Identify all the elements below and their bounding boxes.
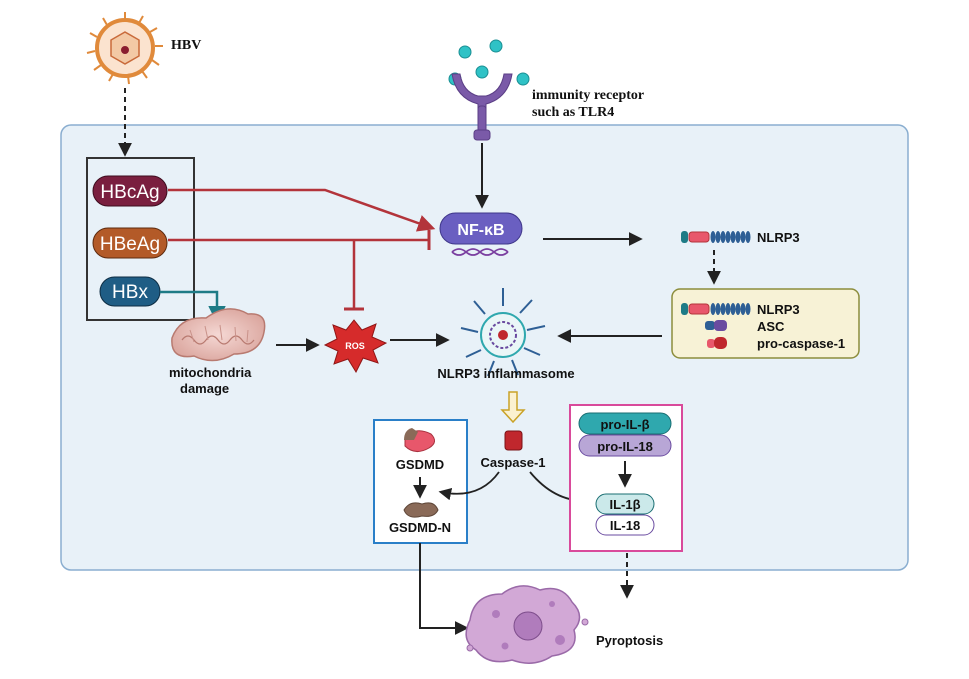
mitochondria-icon <box>171 308 266 362</box>
gsdmd-n-icon <box>403 502 439 518</box>
hbcag-to-nfkb-arrow <box>168 188 436 232</box>
inflammasome-to-caspase-arrow <box>500 391 526 424</box>
receptor-label-line2: such as TLR4 <box>532 105 614 120</box>
pro-il-b-label: pro-IL-β <box>600 417 649 432</box>
asc-icon <box>705 320 727 331</box>
pro-il-18-label: pro-IL-18 <box>597 439 653 454</box>
complex-nlrp3-label: NLRP3 <box>757 302 800 317</box>
caspase-icon <box>504 430 523 451</box>
hbeag-label: HBeAg <box>100 234 160 255</box>
hbx-pill: HBx <box>99 276 161 307</box>
nfkb-node: NF-κB <box>439 212 523 245</box>
hbeag-pill: HBeAg <box>92 227 168 259</box>
inflammasome-icon <box>460 288 546 377</box>
nlrp3-protein-icon <box>681 231 751 243</box>
tlr4-receptor-icon <box>451 73 513 141</box>
hbx-label: HBx <box>112 282 148 303</box>
hbx-to-mito-arrow <box>160 290 226 324</box>
gsdmd-protein-icon <box>404 428 435 452</box>
nlrp3-label: NLRP3 <box>757 230 800 245</box>
nfkb-label: NF-κB <box>457 222 504 239</box>
hbv-virion-icon <box>86 12 163 85</box>
gsdmd-label: GSDMD <box>396 457 444 472</box>
complex-nlrp3-icon <box>681 303 751 315</box>
il-18-pill: IL-18 <box>595 514 655 536</box>
mito-label-line2: damage <box>180 381 229 396</box>
complex-asc-label: ASC <box>757 319 785 334</box>
pyroptotic-cell-icon <box>465 585 589 664</box>
pro-il-18-pill: pro-IL-18 <box>578 434 672 457</box>
dna-helix-icon <box>451 248 509 256</box>
inflammasome-label: NLRP3 inflammasome <box>437 366 574 381</box>
gsdmdn-label: GSDMD-N <box>389 520 451 535</box>
pyroptosis-label: Pyroptosis <box>596 633 663 648</box>
il-18-label: IL-18 <box>610 518 640 533</box>
il-1b-pill: IL-1β <box>595 493 655 515</box>
gsdmdn-to-pyroptosis-arrow <box>419 543 469 635</box>
hbcag-pill: HBcAg <box>92 175 168 207</box>
ros-burst-icon <box>323 319 388 374</box>
mito-label-line1: mitochondria <box>169 365 252 380</box>
il-1b-label: IL-1β <box>609 497 640 512</box>
pro-caspase-icon <box>707 337 727 349</box>
pro-il-b-pill: pro-IL-β <box>578 412 672 435</box>
complex-procasp-label: pro-caspase-1 <box>757 336 845 351</box>
hbcag-label: HBcAg <box>100 182 159 203</box>
ros-label: ROS <box>345 341 365 351</box>
caspase1-label: Caspase-1 <box>480 455 545 470</box>
hbv-label: HBV <box>171 38 201 53</box>
receptor-label-line1: immunity receptor <box>532 88 644 103</box>
caspase-to-gsdmd-arrow <box>438 471 500 501</box>
